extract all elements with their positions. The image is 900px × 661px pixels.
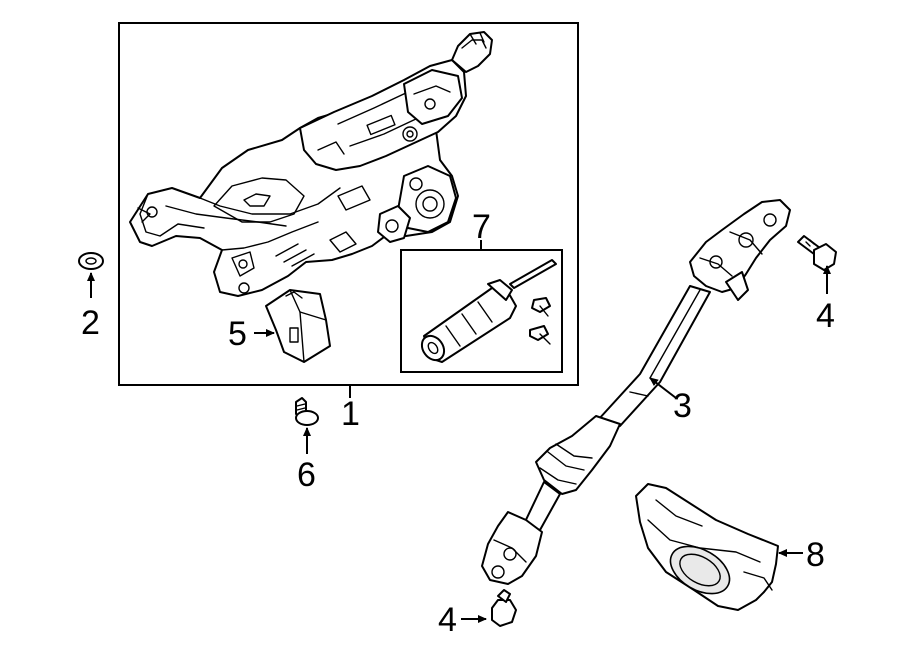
callout-6: 6 bbox=[297, 456, 316, 494]
callout-4-bottom: 4 bbox=[438, 601, 457, 639]
part-4-bolt-lower bbox=[491, 589, 517, 627]
callout-4-top: 4 bbox=[816, 297, 835, 335]
callout-3: 3 bbox=[673, 387, 692, 425]
callout-2: 2 bbox=[81, 304, 100, 342]
column-assembly-box bbox=[118, 22, 579, 386]
part-2-washer bbox=[78, 252, 104, 270]
part-7-motor-kit bbox=[420, 259, 557, 363]
arrow-3 bbox=[649, 377, 677, 399]
callout-1: 1 bbox=[341, 395, 360, 433]
steering-column-part bbox=[129, 31, 493, 297]
part-5-module bbox=[265, 289, 331, 363]
part-3-intermediate-shaft bbox=[481, 199, 791, 585]
callout-5: 5 bbox=[228, 315, 247, 353]
part-4-bolt-upper bbox=[797, 235, 837, 271]
callout-8: 8 bbox=[806, 536, 825, 574]
part-6-bolt bbox=[295, 397, 319, 426]
callout-7: 7 bbox=[472, 208, 491, 246]
part-8-cover bbox=[635, 483, 779, 611]
